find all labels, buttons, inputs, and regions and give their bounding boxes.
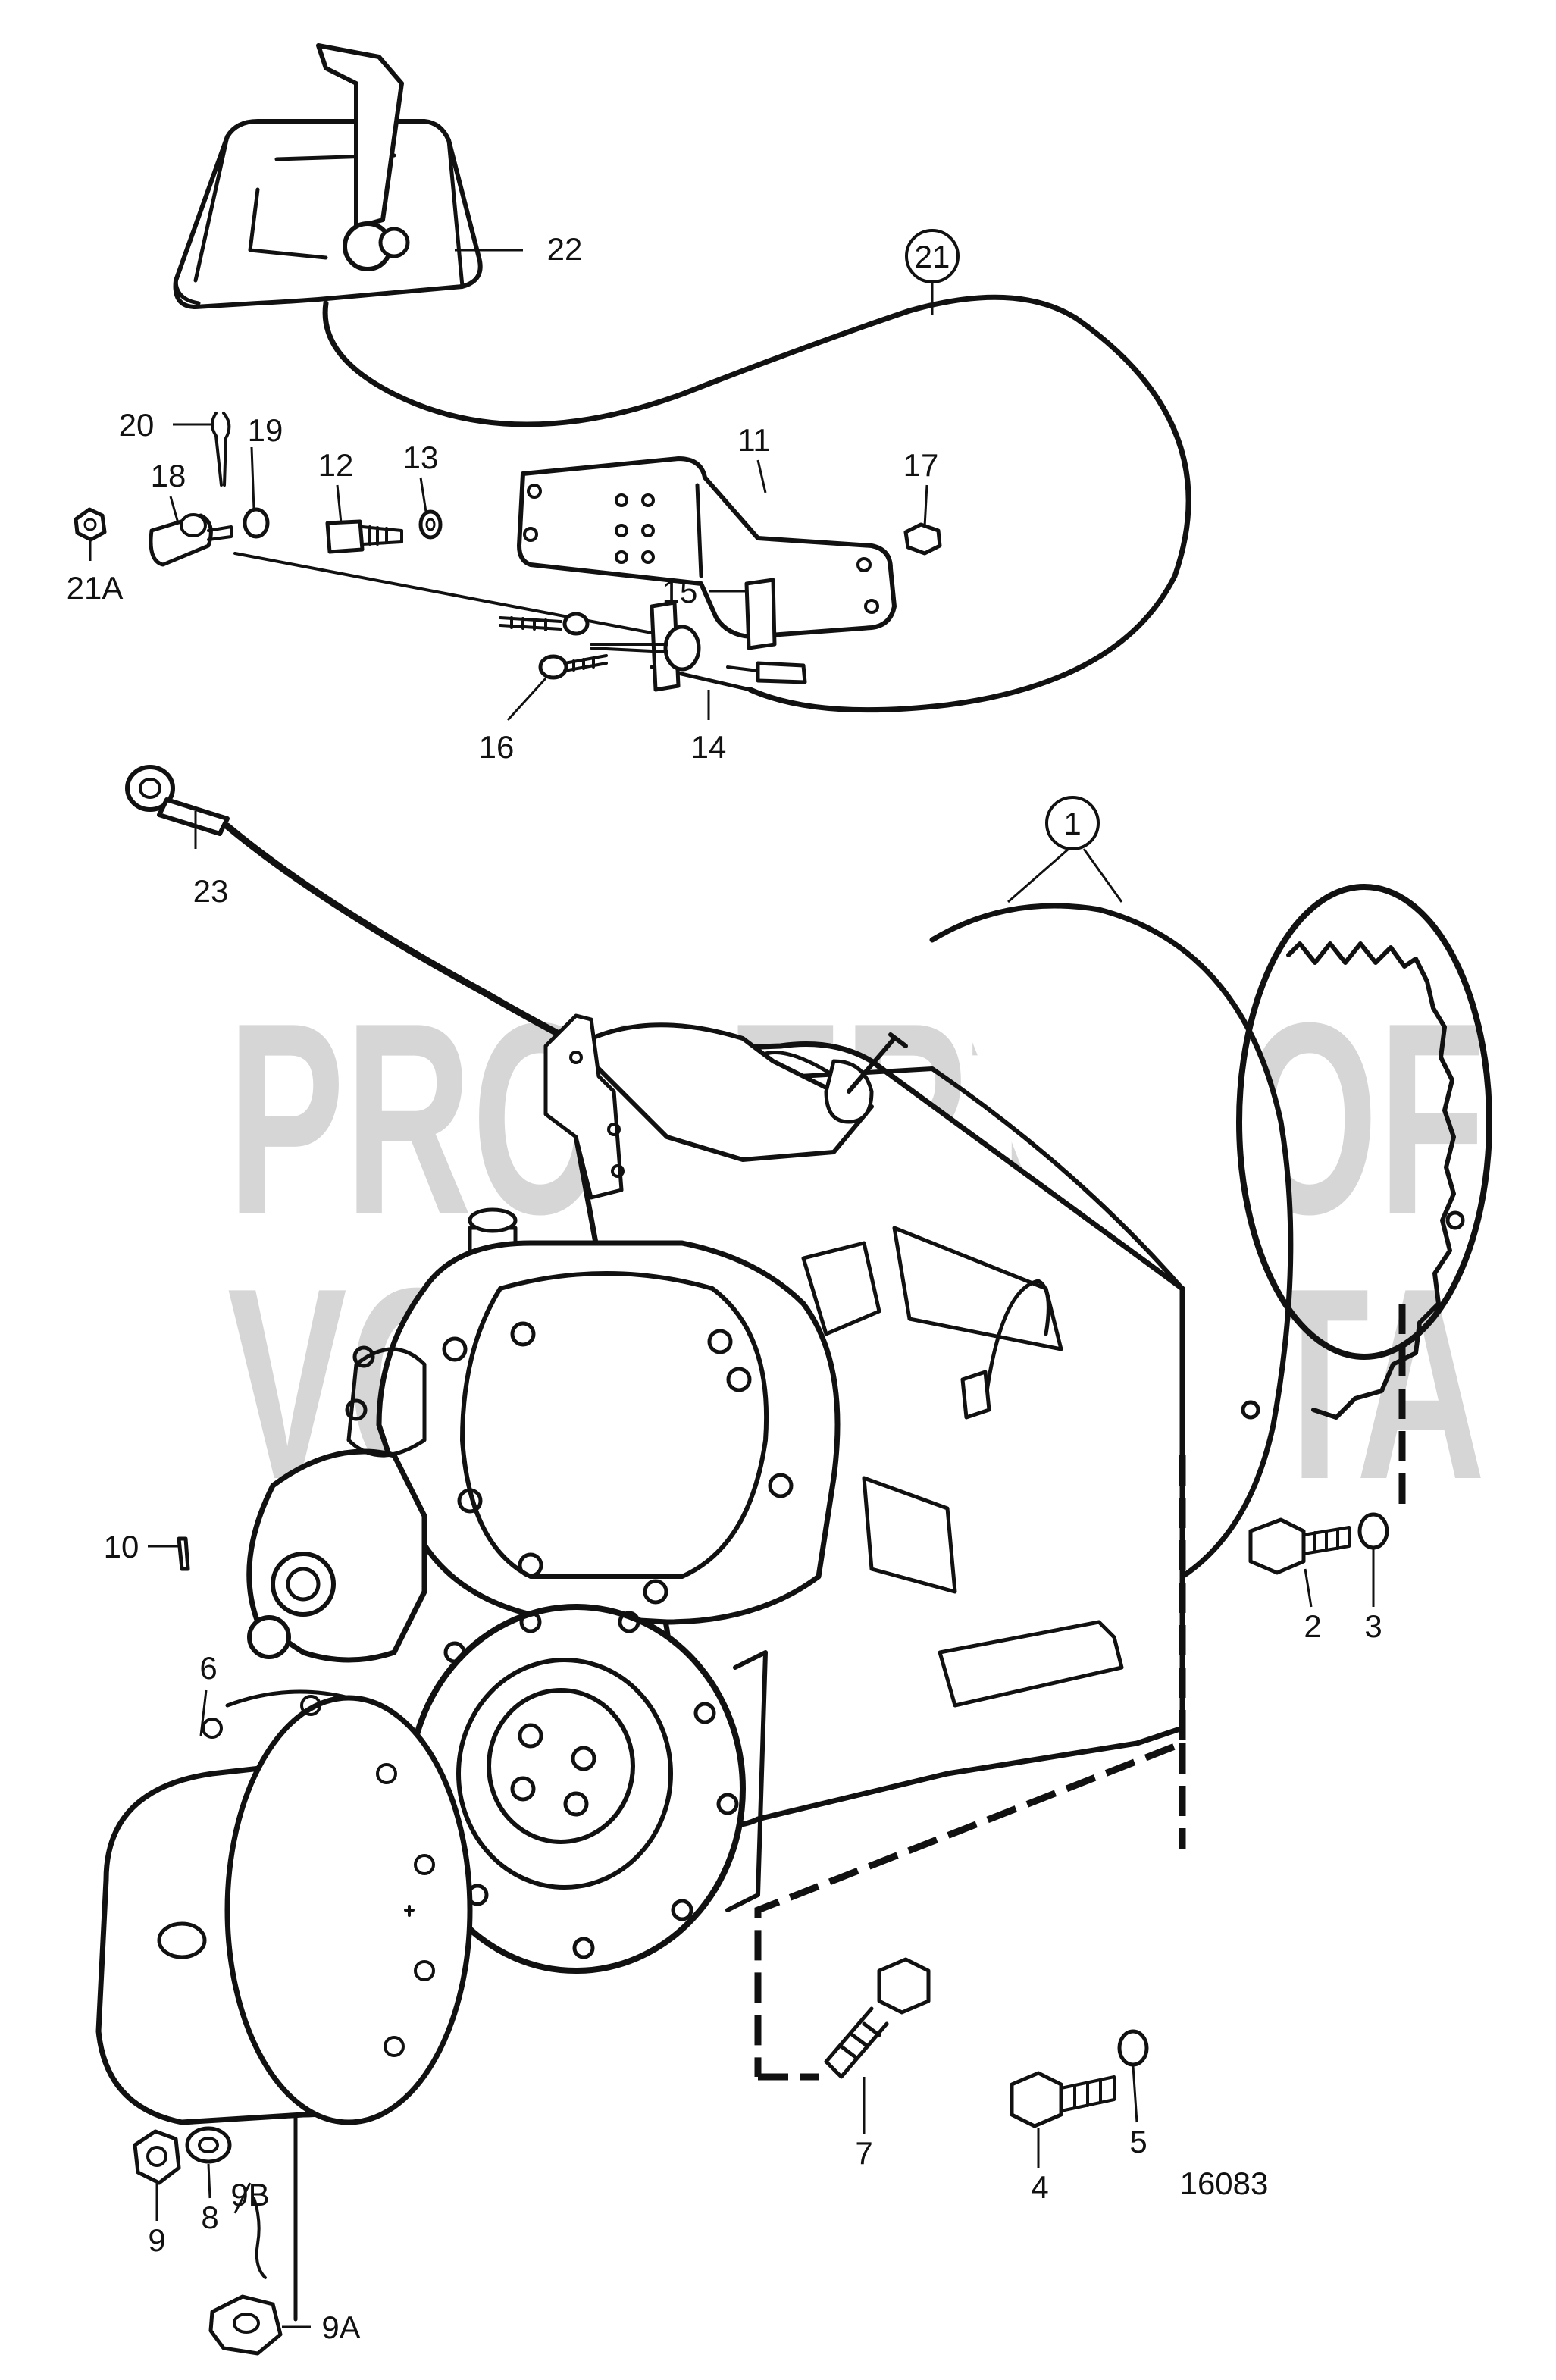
callout-13: 13 <box>403 440 439 475</box>
callout-9: 9 <box>148 2222 165 2258</box>
leader-lines <box>89 249 1375 2328</box>
callout-2: 2 <box>1304 1608 1321 1644</box>
callout-23: 23 <box>193 873 229 909</box>
callout-9b: 9B <box>230 2177 269 2212</box>
callout-17: 17 <box>903 447 939 483</box>
callout-circle-1 <box>1045 796 1100 850</box>
callout-9a: 9A <box>321 2310 360 2345</box>
reverse-gear-housing <box>246 884 1492 1974</box>
callout-19: 19 <box>248 412 283 448</box>
callout-6: 6 <box>199 1650 217 1686</box>
callout-21a: 21A <box>67 570 124 606</box>
callout-circle-21 <box>905 229 960 283</box>
callout-20: 20 <box>119 407 155 443</box>
lower-fasteners <box>824 1512 1389 2128</box>
cable-bracket <box>517 456 897 639</box>
callout-12: 12 <box>318 447 354 483</box>
drawing-number: 16083 <box>1180 2165 1269 2201</box>
callout-18: 18 <box>151 458 186 493</box>
callout-8: 8 <box>201 2200 218 2235</box>
upper-fasteners <box>74 412 942 692</box>
callout-labels: 1 2 3 4 5 6 7 8 9 9A 9B 10 11 12 13 14 1… <box>67 231 1382 2345</box>
callout-5: 5 <box>1129 2124 1147 2159</box>
callout-10: 10 <box>104 1529 139 1564</box>
coupling-flange <box>95 1689 473 2125</box>
callout-11: 11 <box>737 422 771 458</box>
callout-14: 14 <box>691 729 727 765</box>
mounting-guide-lines <box>754 1304 1406 2081</box>
callout-7: 7 <box>855 2135 872 2171</box>
callout-4: 4 <box>1031 2169 1048 2205</box>
control-lever-unit <box>173 43 483 309</box>
callout-22: 22 <box>547 231 583 267</box>
control-cable <box>322 294 1191 713</box>
callout-16: 16 <box>479 729 515 765</box>
callout-3: 3 <box>1364 1608 1382 1644</box>
callout-21: 21 <box>915 239 950 274</box>
callout-15: 15 <box>662 574 698 609</box>
callout-1: 1 <box>1063 806 1081 841</box>
coupling-nuts <box>133 1536 298 2356</box>
